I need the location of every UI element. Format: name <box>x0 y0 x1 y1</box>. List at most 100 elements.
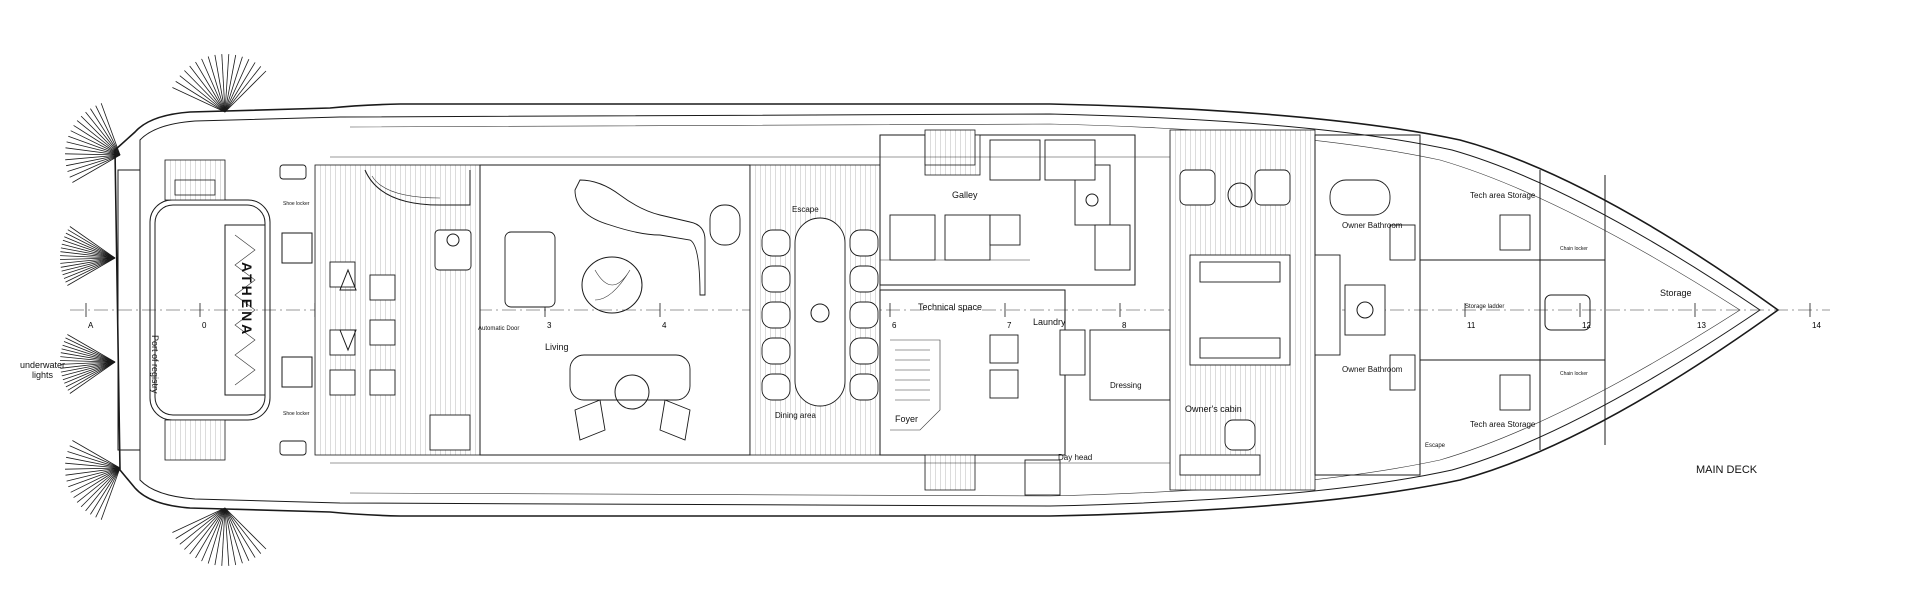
label-tech-storage-bottom: Tech area Storage <box>1470 420 1536 429</box>
port-label: Port of registry <box>150 335 160 394</box>
light-ray <box>73 125 121 156</box>
side-decks <box>174 129 1170 491</box>
side-label-line2: lights <box>32 370 54 380</box>
label-owner-bath-bottom: Owner Bathroom <box>1342 365 1403 374</box>
light-ray <box>224 507 237 566</box>
light-ray <box>70 130 121 156</box>
light-ray <box>224 54 230 113</box>
label-day-head: Day head <box>1058 453 1092 462</box>
frame-number: 13 <box>1697 321 1706 330</box>
light-ray <box>60 356 116 363</box>
light-ray <box>62 257 116 276</box>
light-ray <box>62 361 116 381</box>
label-galley: Galley <box>952 190 978 200</box>
light-ray <box>64 153 121 156</box>
label-foyer: Foyer <box>895 414 918 424</box>
light-ray <box>172 507 226 533</box>
light-ray <box>65 232 116 259</box>
label-living: Living <box>545 342 569 352</box>
label-dressing: Dressing <box>1110 381 1142 390</box>
light-ray <box>221 54 226 113</box>
light-ray <box>65 257 116 283</box>
light-ray <box>67 451 121 469</box>
light-ray <box>69 361 116 394</box>
light-ray <box>90 108 121 156</box>
light-ray <box>70 467 121 493</box>
light-ray <box>67 257 116 286</box>
light-ray <box>100 103 121 156</box>
light-ray <box>175 81 226 113</box>
light-ray <box>224 70 267 113</box>
light-ray <box>64 361 116 384</box>
light-ray <box>65 337 116 363</box>
light-ray <box>189 65 226 113</box>
light-ray <box>224 66 262 113</box>
frame-number: 12 <box>1582 321 1591 330</box>
light-ray <box>172 87 226 113</box>
light-ray <box>179 507 226 545</box>
light-ray <box>224 507 267 550</box>
label-chain-locker-top: Chain locker <box>1560 246 1588 252</box>
light-ray <box>224 507 243 564</box>
light-ray <box>207 507 226 564</box>
label-storage-ladder: Storage ladder <box>1465 304 1504 310</box>
light-ray <box>63 257 116 279</box>
light-ray <box>80 115 121 156</box>
label-dining: Dining area <box>775 411 816 420</box>
stern-logo: ATHENA <box>239 262 255 337</box>
light-ray <box>214 54 226 113</box>
underwater-lights <box>59 54 267 566</box>
light-ray <box>62 344 116 363</box>
light-ray <box>69 445 121 469</box>
label-tech-storage-top: Tech area Storage <box>1470 191 1536 200</box>
light-ray <box>224 507 262 554</box>
light-ray <box>65 361 116 388</box>
light-ray <box>224 507 256 558</box>
light-ray <box>66 154 121 167</box>
frame-number: 14 <box>1812 321 1821 330</box>
light-ray <box>60 361 116 365</box>
light-ray <box>69 226 116 259</box>
light-ray <box>195 61 226 113</box>
light-ray <box>175 507 226 539</box>
light-ray <box>66 141 121 156</box>
light-ray <box>65 154 121 161</box>
light-ray <box>201 507 226 562</box>
light-ray <box>224 56 243 113</box>
light-ray <box>65 467 121 476</box>
aft-cockpit-deck <box>314 164 481 456</box>
light-ray <box>184 507 226 550</box>
light-ray <box>67 361 116 391</box>
light-ray <box>224 59 250 113</box>
light-ray <box>65 462 121 469</box>
light-ray <box>61 361 116 377</box>
light-ray <box>67 154 121 172</box>
light-ray <box>67 229 116 259</box>
light-ray <box>100 467 121 520</box>
light-ray <box>224 507 250 561</box>
light-ray <box>224 54 237 113</box>
light-ray <box>80 467 121 508</box>
label-auto-door: Automatic Door <box>478 326 519 332</box>
light-ray <box>61 243 116 259</box>
foyer-block <box>879 289 1171 496</box>
side-label-line1: underwater <box>20 360 65 370</box>
light-ray <box>95 105 121 156</box>
light-ray <box>66 467 121 482</box>
light-ray <box>76 120 121 156</box>
cockpit-furniture <box>329 169 472 451</box>
frame-number: 3 <box>547 321 552 330</box>
light-ray <box>179 75 226 113</box>
light-ray <box>60 257 116 268</box>
light-ray <box>60 361 116 373</box>
light-ray <box>59 257 116 260</box>
light-ray <box>60 361 116 369</box>
light-ray <box>85 467 121 512</box>
light-ray <box>90 467 121 515</box>
labels: MAIN DECK underwater lights Port of regi… <box>20 190 1758 476</box>
label-shoe-locker-top: Shoe locker <box>283 201 310 207</box>
label-escape-fwd: Escape <box>792 205 819 214</box>
light-ray <box>60 251 116 259</box>
label-shoe-locker-bottom: Shoe locker <box>283 411 310 417</box>
frame-number: 8 <box>1122 321 1127 330</box>
